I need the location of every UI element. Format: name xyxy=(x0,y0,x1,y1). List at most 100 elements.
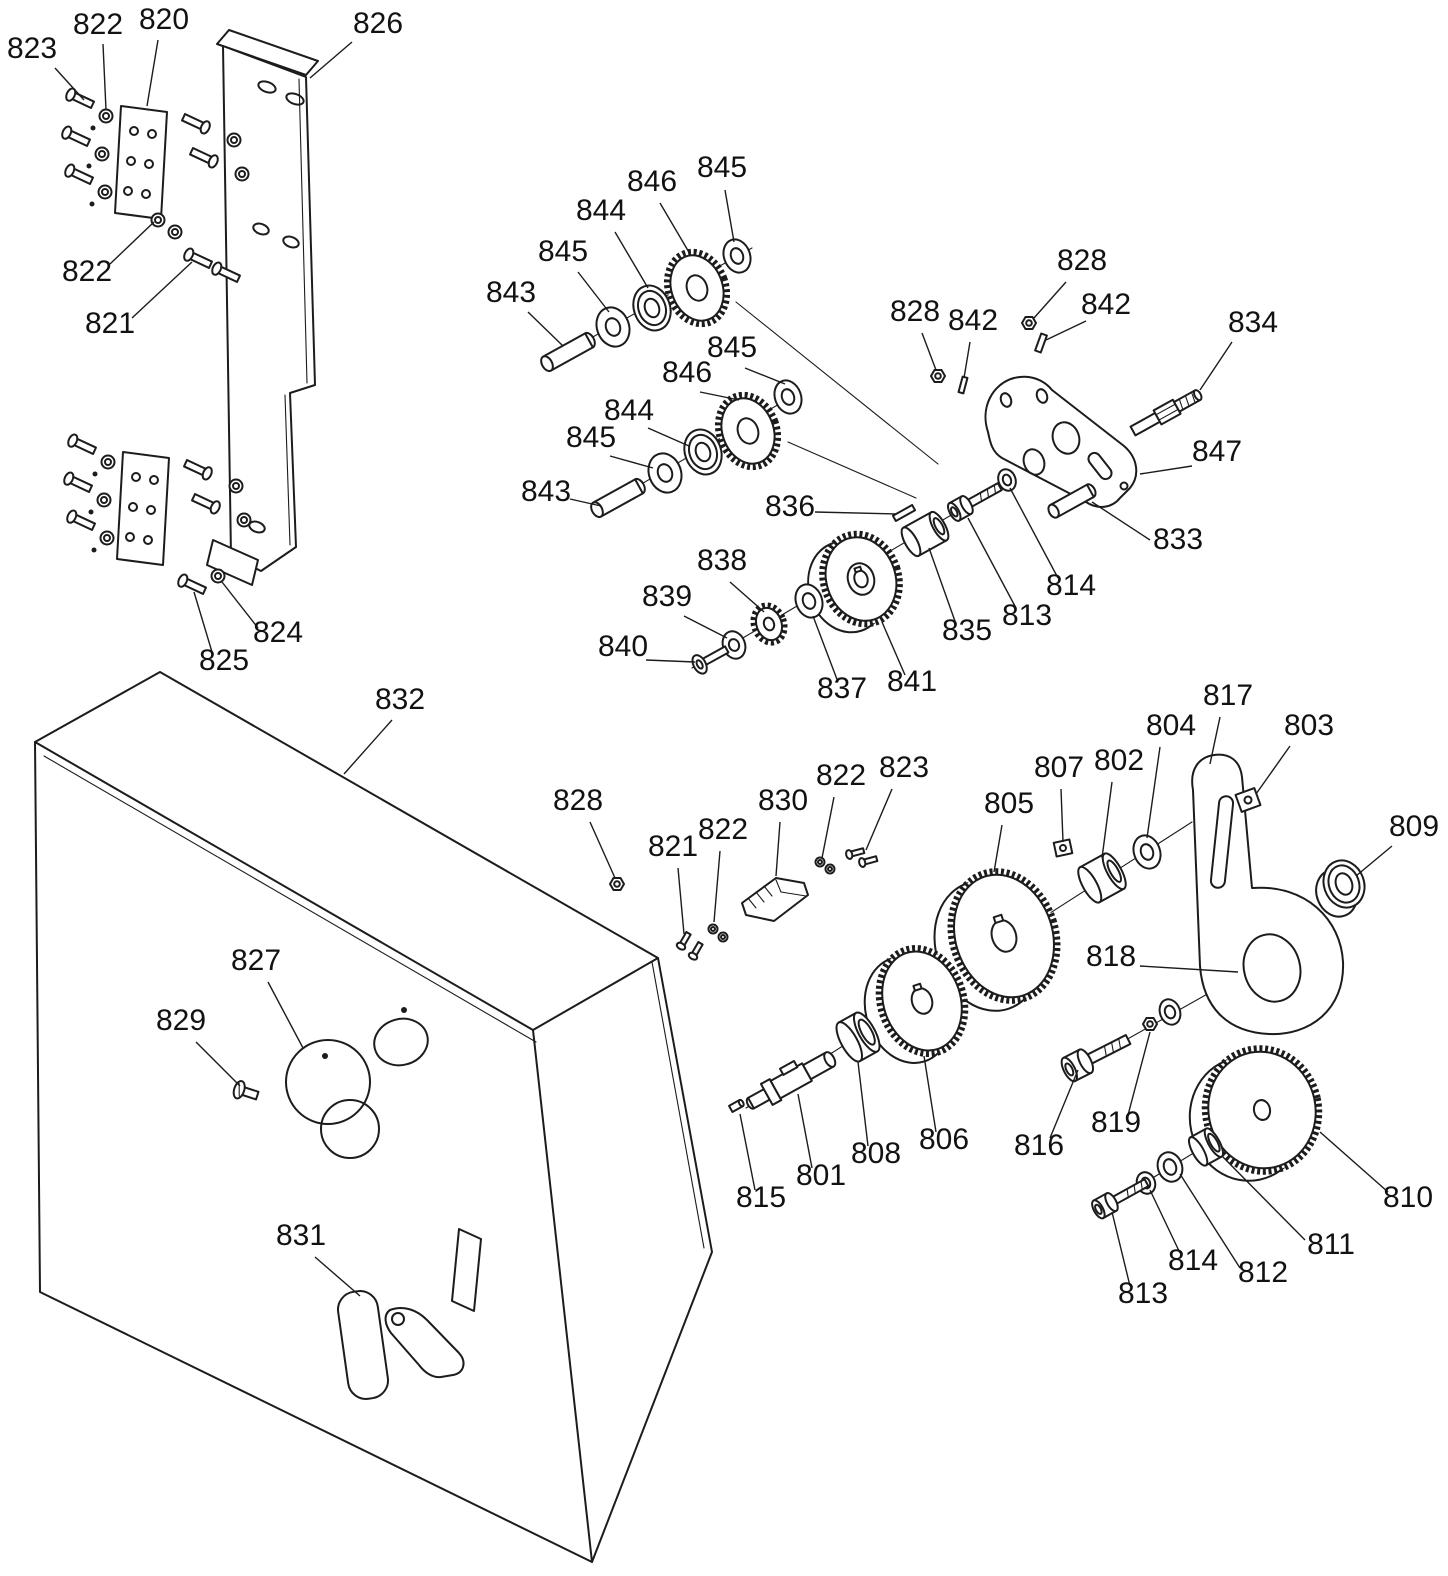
washer-845 xyxy=(647,452,683,494)
leader-line-841-23 xyxy=(881,621,906,676)
bracket-826 xyxy=(206,29,319,586)
leader-line-812-59 xyxy=(1179,1173,1241,1269)
leader-line-813-25 xyxy=(967,517,1017,609)
shift-fork-830 xyxy=(741,877,809,922)
leader-line-818-48 xyxy=(1139,965,1239,973)
leader-line-843-17 xyxy=(569,498,602,507)
part-label-845-13: 845 xyxy=(707,331,757,364)
leader-line-822-39 xyxy=(821,796,835,859)
leader-line-804-44 xyxy=(1146,746,1161,839)
gear-841 xyxy=(807,530,903,634)
gear-810 xyxy=(1188,1045,1323,1182)
part-label-830-38: 830 xyxy=(758,784,808,817)
part-label-828-35: 828 xyxy=(553,784,603,817)
leader-line-845-13 xyxy=(744,367,786,385)
leader-line-821-36 xyxy=(677,867,685,935)
part-label-837-22: 837 xyxy=(817,672,867,705)
key-836 xyxy=(891,504,917,522)
part-label-840-21: 840 xyxy=(598,630,648,663)
gear-set-lower xyxy=(590,379,803,519)
part-label-836-18: 836 xyxy=(765,490,815,523)
leader-line-847-32 xyxy=(1139,465,1193,475)
leader-line-828-28 xyxy=(921,332,937,371)
washer-824 xyxy=(210,568,226,584)
part-label-806-54: 806 xyxy=(919,1123,969,1156)
leader-line-838-19 xyxy=(729,581,765,613)
leader-line-828-27 xyxy=(1033,281,1067,319)
leader-line-846-8 xyxy=(659,202,691,255)
bearing-809 xyxy=(1315,859,1366,918)
washer-822 xyxy=(707,923,719,935)
part-label-833-33: 833 xyxy=(1153,523,1203,556)
washer-845 xyxy=(773,379,803,415)
part-label-807-42: 807 xyxy=(1034,751,1084,784)
washer-812 xyxy=(1156,1151,1184,1183)
part-label-814-26: 814 xyxy=(1046,569,1096,602)
screw-840 xyxy=(691,645,730,675)
leader-line-845-16 xyxy=(609,455,654,469)
shaft-801 xyxy=(745,1051,837,1110)
gear-838 xyxy=(750,602,788,646)
part-label-805-41: 805 xyxy=(984,787,1034,820)
leader-line-830-38 xyxy=(775,821,781,877)
part-label-828-27: 828 xyxy=(1057,244,1107,277)
part-label-823-40: 823 xyxy=(879,751,929,784)
gearbox-cover-832 xyxy=(34,671,713,1563)
pin-833 xyxy=(1047,483,1097,519)
bearing-844 xyxy=(683,428,723,476)
part-label-845-16: 845 xyxy=(566,421,616,454)
leader-line-823-40 xyxy=(865,788,893,851)
pin-842 xyxy=(1034,332,1048,354)
part-label-813-61: 813 xyxy=(1118,1277,1168,1310)
leader-line-808-53 xyxy=(857,1061,869,1147)
nut-828 xyxy=(609,877,625,891)
part-label-822-37: 822 xyxy=(698,813,748,846)
part-label-845-9: 845 xyxy=(697,151,747,184)
nut-828 xyxy=(1021,316,1037,330)
part-label-822-4: 822 xyxy=(62,255,112,288)
part-label-811-58: 811 xyxy=(1307,1228,1355,1261)
pin-815 xyxy=(728,1098,745,1113)
part-label-846-14: 846 xyxy=(662,356,712,389)
leader-line-842-29 xyxy=(963,341,971,379)
part-label-842-30: 842 xyxy=(1081,288,1131,321)
part-label-847-32: 847 xyxy=(1192,435,1242,468)
leader-line-806-54 xyxy=(923,1055,937,1133)
part-label-826-3: 826 xyxy=(353,7,403,40)
bearing-844 xyxy=(632,284,672,332)
part-label-814-60: 814 xyxy=(1168,1244,1218,1277)
leader-line-816-55 xyxy=(1049,1069,1079,1139)
washer-804 xyxy=(1132,834,1162,870)
leader-line-834-31 xyxy=(1199,341,1233,391)
nut-803 xyxy=(1234,787,1262,813)
bushing-802 xyxy=(1077,852,1127,904)
leader-line-805-41 xyxy=(993,824,1003,873)
part-label-844-15: 844 xyxy=(604,394,654,427)
washer-822 xyxy=(814,856,826,868)
leader-line-845-9 xyxy=(724,189,735,243)
leader-line-814-26 xyxy=(1009,487,1059,579)
washer-845 xyxy=(595,306,631,348)
leader-line-817-45 xyxy=(1209,716,1221,765)
gear-805 xyxy=(933,868,1061,1012)
leader-line-827-49 xyxy=(267,981,304,1049)
diagram-artwork xyxy=(34,29,1366,1563)
pin-843 xyxy=(540,331,596,373)
leader-line-833-33 xyxy=(1091,501,1151,541)
part-label-839-20: 839 xyxy=(642,580,692,613)
part-label-838-19: 838 xyxy=(697,544,747,577)
screw-825 xyxy=(175,572,209,598)
leader-line-835-24 xyxy=(928,547,957,625)
washer-822 xyxy=(98,108,114,124)
part-label-846-8: 846 xyxy=(627,165,677,198)
spacer-835 xyxy=(900,510,950,558)
bushing-811 xyxy=(1188,1127,1224,1167)
washer-837 xyxy=(794,583,824,619)
part-label-821-5: 821 xyxy=(85,307,135,340)
leader-line-819-56 xyxy=(1127,1031,1151,1116)
part-label-813-25: 813 xyxy=(1002,599,1052,632)
part-label-829-50: 829 xyxy=(156,1004,206,1037)
part-label-812-59: 812 xyxy=(1238,1256,1288,1289)
gear-846 xyxy=(714,391,782,471)
